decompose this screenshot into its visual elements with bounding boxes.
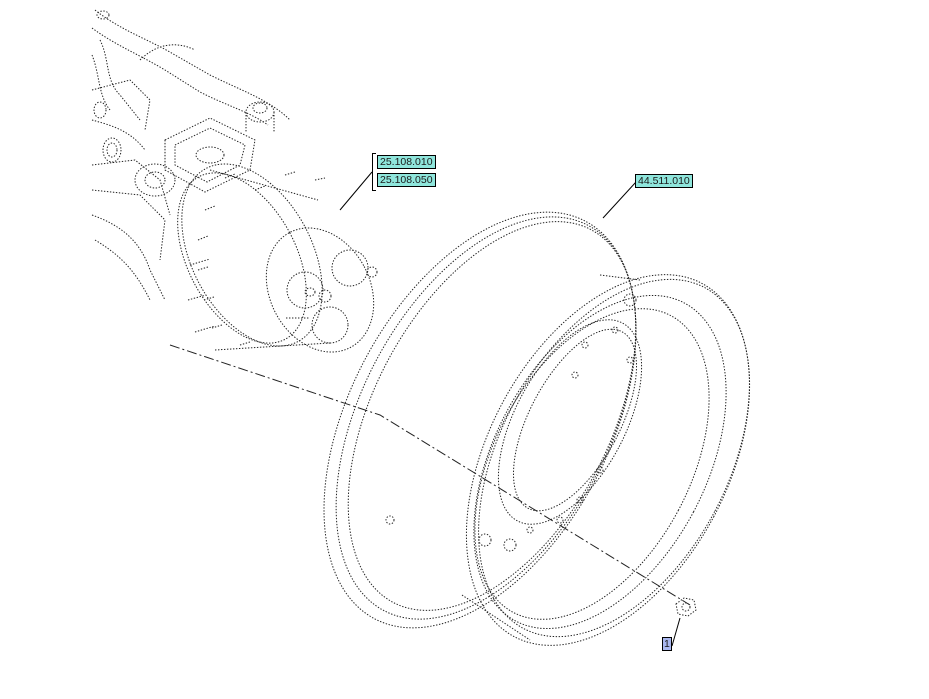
leader-line-nut — [671, 617, 681, 647]
final-drive-housing — [177, 163, 378, 353]
part-ref-label-44-511-010[interactable]: 44.511.010 — [635, 174, 693, 188]
leader-line-wheel — [602, 181, 637, 219]
wheel-nut — [675, 597, 697, 617]
wheel-rim — [323, 211, 751, 646]
axle-housing — [91, 9, 291, 301]
item-number-label[interactable]: 1 — [662, 637, 672, 651]
wheel-axis-centerline — [169, 344, 691, 606]
hub-mounting-block — [134, 101, 275, 197]
callout-bracket — [372, 153, 376, 191]
part-ref-label-25-108-010[interactable]: 25.108.010 — [377, 155, 436, 169]
part-ref-label-25-108-050[interactable]: 25.108.050 — [377, 173, 436, 187]
leader-line-axle — [339, 171, 373, 211]
